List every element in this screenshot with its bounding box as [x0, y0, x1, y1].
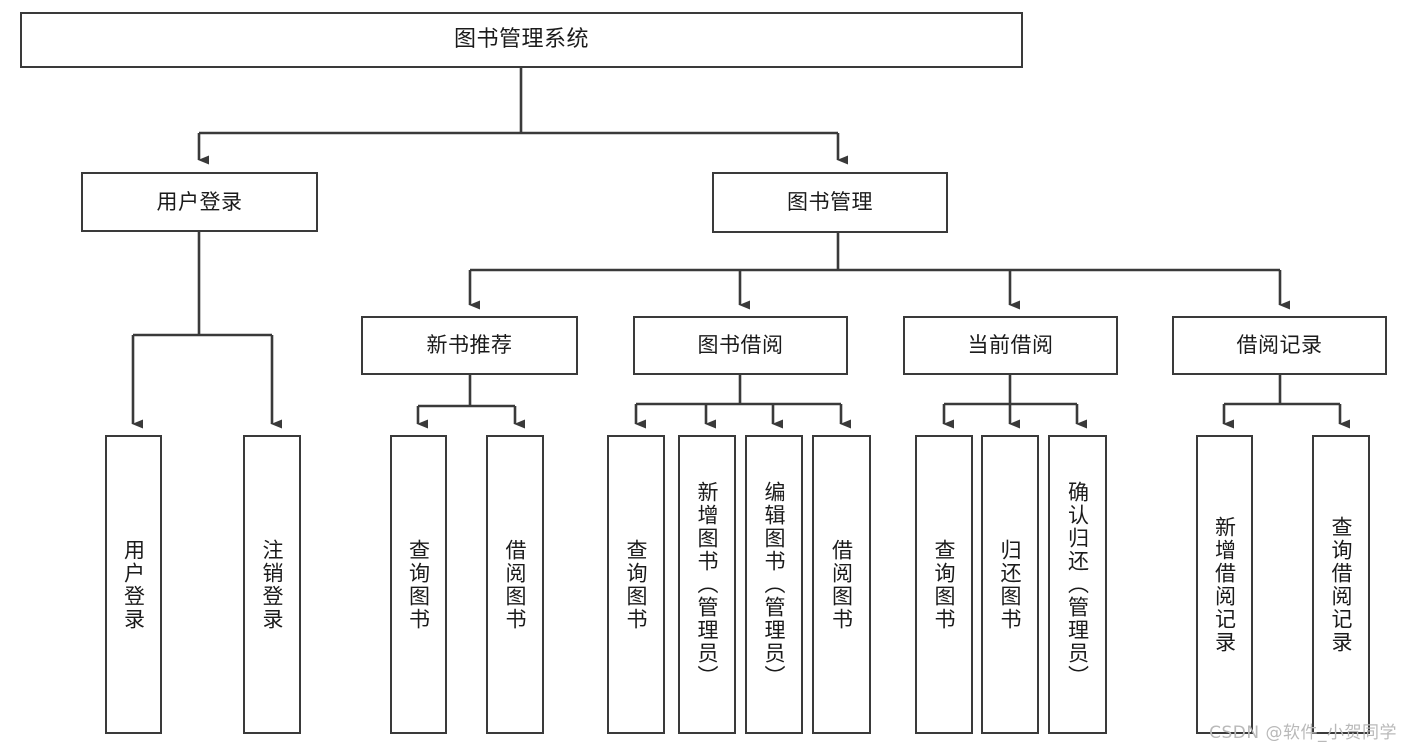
- node-leaf-query-borrow-record[interactable]: 查询借阅记录: [1312, 435, 1370, 734]
- node-leaf-query-books-nbr[interactable]: 查询图书: [390, 435, 447, 734]
- node-book-management[interactable]: 图书管理: [712, 172, 948, 233]
- node-book-management-label: 图书管理: [787, 190, 873, 215]
- node-user-login[interactable]: 用户登录: [81, 172, 318, 232]
- node-leaf-borrow-books-nbr-label: 借阅图书: [503, 538, 528, 631]
- node-leaf-query-books-bb[interactable]: 查询图书: [607, 435, 665, 734]
- node-leaf-query-books-nbr-label: 查询图书: [406, 538, 431, 631]
- node-leaf-add-borrow-record[interactable]: 新增借阅记录: [1196, 435, 1253, 734]
- node-leaf-logout-label: 注销登录: [260, 538, 285, 631]
- node-book-borrowing[interactable]: 图书借阅: [633, 316, 848, 375]
- node-borrowing-record-label: 借阅记录: [1236, 333, 1323, 358]
- node-leaf-return-books[interactable]: 归还图书: [981, 435, 1039, 734]
- node-leaf-borrow-books-nbr[interactable]: 借阅图书: [486, 435, 544, 734]
- node-leaf-user-login-label: 用户登录: [121, 538, 146, 631]
- node-user-login-label: 用户登录: [156, 189, 243, 214]
- node-leaf-borrow-books-bb[interactable]: 借阅图书: [812, 435, 871, 734]
- node-leaf-confirm-return-admin[interactable]: 确认归还（管理员）: [1048, 435, 1107, 734]
- node-leaf-add-borrow-record-label: 新增借阅记录: [1212, 515, 1237, 654]
- node-leaf-edit-book-admin[interactable]: 编辑图书（管理员）: [745, 435, 803, 734]
- node-leaf-add-book-admin[interactable]: 新增图书（管理员）: [678, 435, 736, 734]
- node-leaf-confirm-return-admin-label: 确认归还（管理员）: [1065, 481, 1090, 688]
- node-leaf-query-borrow-record-label: 查询借阅记录: [1329, 515, 1354, 654]
- node-current-borrowing[interactable]: 当前借阅: [903, 316, 1118, 375]
- node-leaf-user-login[interactable]: 用户登录: [105, 435, 162, 734]
- node-leaf-query-books-bb-label: 查询图书: [624, 538, 649, 631]
- node-leaf-edit-book-admin-label: 编辑图书（管理员）: [762, 481, 787, 688]
- node-leaf-query-books-cb-label: 查询图书: [932, 538, 957, 631]
- node-leaf-add-book-admin-label: 新增图书（管理员）: [695, 481, 720, 688]
- node-leaf-borrow-books-bb-label: 借阅图书: [829, 538, 854, 631]
- node-leaf-logout[interactable]: 注销登录: [243, 435, 301, 734]
- csdn-watermark: CSDN @软件_小贺同学: [1209, 723, 1397, 743]
- node-new-book-recommendation[interactable]: 新书推荐: [361, 316, 578, 375]
- node-current-borrowing-label: 当前借阅: [967, 333, 1054, 358]
- node-borrowing-record[interactable]: 借阅记录: [1172, 316, 1387, 375]
- node-leaf-return-books-label: 归还图书: [998, 538, 1023, 631]
- node-book-borrowing-label: 图书借阅: [697, 333, 784, 358]
- node-root[interactable]: 图书管理系统: [20, 12, 1023, 68]
- node-root-label: 图书管理系统: [453, 27, 589, 53]
- node-new-book-recommendation-label: 新书推荐: [426, 333, 513, 358]
- node-leaf-query-books-cb[interactable]: 查询图书: [915, 435, 973, 734]
